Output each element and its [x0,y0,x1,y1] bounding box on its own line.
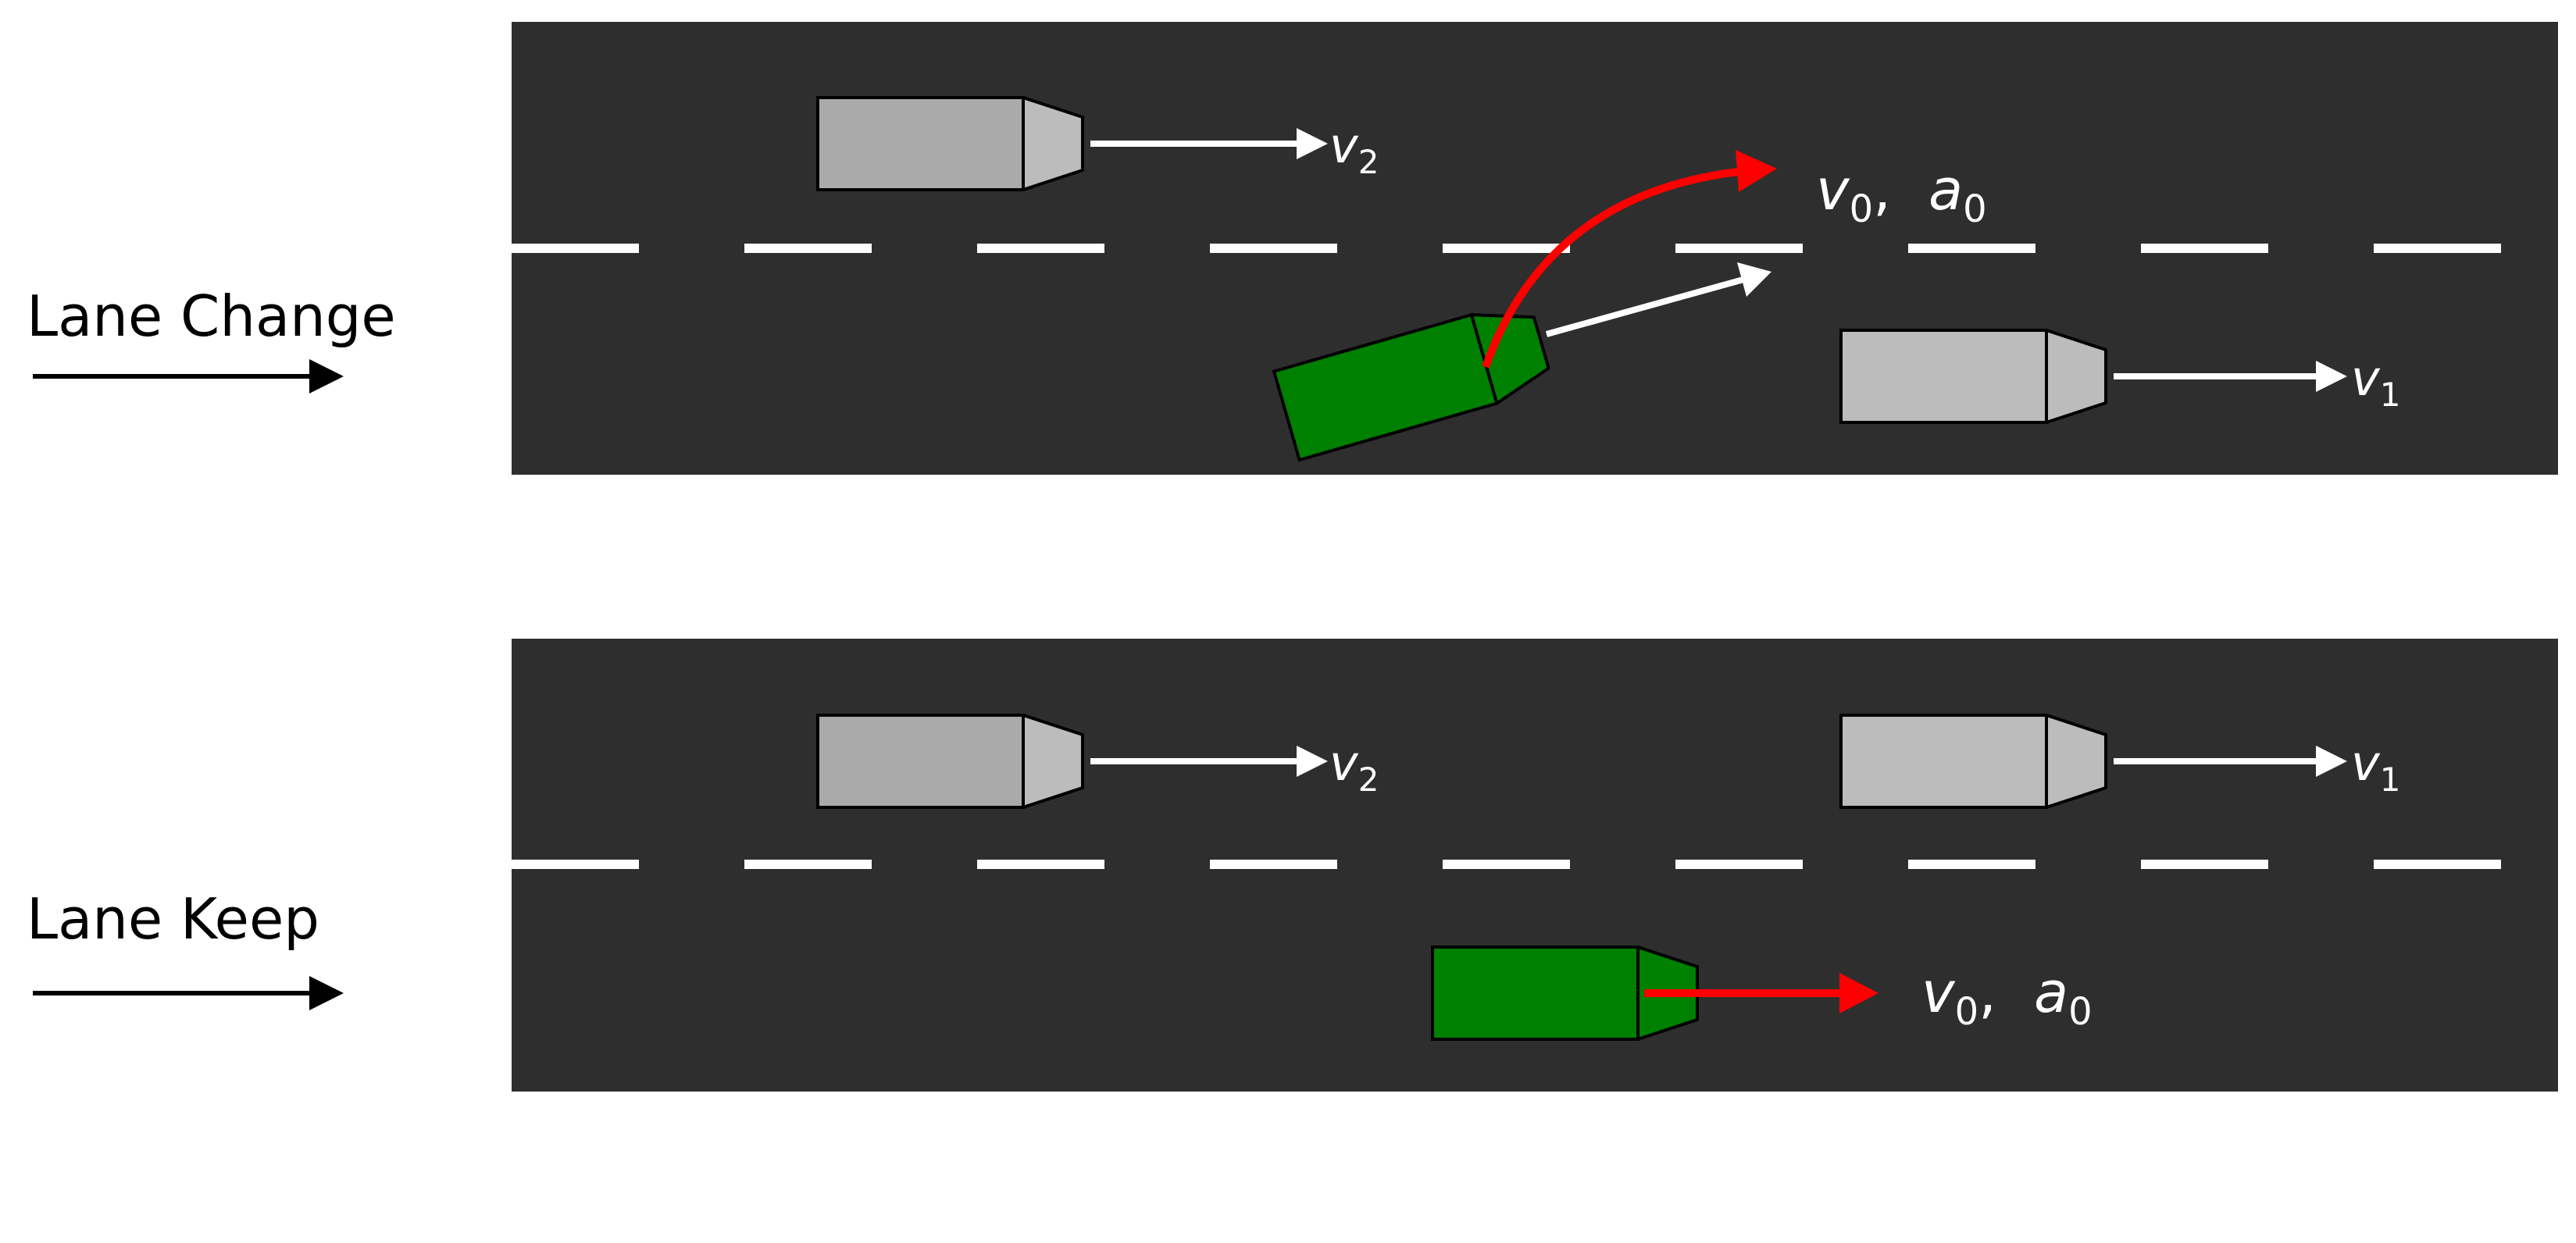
green-car-icon [1272,312,1550,462]
ego-trajectory-arrow [1482,150,1777,369]
scenario-lane-change: Lane Change v2 [27,22,2558,475]
label-arrow-icon [33,359,344,394]
ego-speed-accel-label: v0,a0 [1921,960,2093,1034]
scenario-label-lane-change: Lane Change [27,283,396,349]
scenario-label-lane-keep: Lane Keep [27,886,319,952]
lead-vehicle-speed-arrow [2114,746,2347,777]
gray-car-icon [816,714,1084,809]
ego-heading-arrow [1545,262,1771,337]
lead-vehicle-speed-arrow [2114,361,2347,392]
lane-divider [512,244,2501,253]
side-vehicle-speed-label: v2 [1329,117,1379,181]
lead-vehicle-speed-label: v1 [2351,350,2400,414]
gray-car-icon [1839,329,2107,424]
side-vehicle-speed-arrow [1090,128,1328,159]
label-arrow-icon [33,976,344,1010]
gray-car-icon [816,96,1084,191]
gray-car-icon [1839,714,2107,809]
lane-divider [512,860,2501,869]
ego-trajectory-arrow [1644,973,1878,1013]
scenario-lane-keep: Lane Keep v2 [27,639,2558,1092]
ego-speed-accel-label: v0,a0 [1816,157,1987,231]
side-vehicle-speed-label: v2 [1329,735,1379,799]
side-vehicle-speed-arrow [1090,746,1328,777]
lead-vehicle-speed-label: v1 [2351,735,2400,799]
